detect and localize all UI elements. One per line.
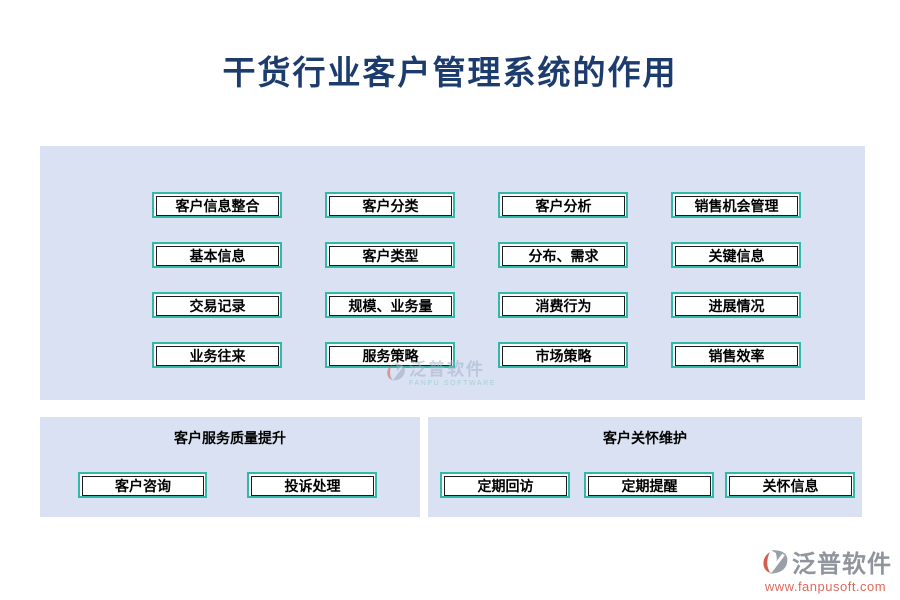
fanpu-logo-icon	[763, 549, 788, 574]
node-basic-info: 基本信息	[152, 242, 282, 268]
node-label: 客户信息整合	[156, 196, 279, 216]
node-regular-reminder: 定期提醒	[584, 472, 714, 498]
node-label: 客户分析	[502, 196, 625, 216]
node-business-dealings: 业务往来	[152, 342, 282, 368]
footer-brand-logo: 泛普软件 www.fanpusoft.com	[759, 544, 892, 594]
node-label: 销售机会管理	[675, 196, 798, 216]
main-panel: 客户信息整合 客户分类 客户分析 销售机会管理 基本信息 客户类型 分布、需求 …	[40, 146, 865, 400]
node-label: 关键信息	[675, 246, 798, 266]
node-label: 投诉处理	[251, 476, 374, 496]
watermark-brand-subtext: FANPU SOFTWARE	[409, 380, 497, 387]
node-key-info: 关键信息	[671, 242, 801, 268]
node-customer-type: 客户类型	[325, 242, 455, 268]
node-label: 分布、需求	[502, 246, 625, 266]
node-label: 市场策略	[502, 346, 625, 366]
node-distribution-demand: 分布、需求	[498, 242, 628, 268]
node-label: 定期回访	[444, 476, 567, 496]
footer-brand-url: www.fanpusoft.com	[764, 579, 887, 594]
node-label: 进展情况	[675, 296, 798, 316]
node-label: 销售效率	[675, 346, 798, 366]
node-consumption-behavior: 消费行为	[498, 292, 628, 318]
node-scale-business-volume: 规模、业务量	[325, 292, 455, 318]
care-panel-header: 客户关怀维护	[603, 430, 687, 446]
node-customer-consultation: 客户咨询	[78, 472, 207, 498]
node-progress-status: 进展情况	[671, 292, 801, 318]
node-market-strategy: 市场策略	[498, 342, 628, 368]
node-label: 交易记录	[156, 296, 279, 316]
node-customer-info-integration: 客户信息整合	[152, 192, 282, 218]
node-sales-opportunity-mgmt: 销售机会管理	[671, 192, 801, 218]
node-label: 规模、业务量	[329, 296, 452, 316]
service-panel-header: 客户服务质量提升	[174, 430, 286, 446]
node-label: 客户咨询	[82, 476, 204, 496]
service-quality-panel: 客户服务质量提升 客户咨询 投诉处理	[40, 417, 420, 517]
node-label: 客户分类	[329, 196, 452, 216]
node-label: 定期提醒	[588, 476, 711, 496]
node-transaction-records: 交易记录	[152, 292, 282, 318]
node-label: 服务策略	[329, 346, 452, 366]
page-title: 干货行业客户管理系统的作用	[222, 56, 678, 92]
node-label: 关怀信息	[729, 476, 852, 496]
node-label: 基本信息	[156, 246, 279, 266]
node-complaint-handling: 投诉处理	[247, 472, 377, 498]
node-label: 客户类型	[329, 246, 452, 266]
node-customer-classification: 客户分类	[325, 192, 455, 218]
main-grid: 客户信息整合 客户分类 客户分析 销售机会管理 基本信息 客户类型 分布、需求 …	[152, 192, 801, 368]
node-label: 业务往来	[156, 346, 279, 366]
node-customer-analysis: 客户分析	[498, 192, 628, 218]
node-label: 消费行为	[502, 296, 625, 316]
footer-brand-text: 泛普软件	[792, 551, 892, 578]
customer-care-panel: 客户关怀维护 定期回访 定期提醒 关怀信息	[428, 417, 862, 517]
node-care-info: 关怀信息	[725, 472, 855, 498]
node-sales-efficiency: 销售效率	[671, 342, 801, 368]
node-regular-return-visit: 定期回访	[440, 472, 570, 498]
footer-logo-row: 泛普软件	[759, 544, 892, 579]
node-service-strategy: 服务策略	[325, 342, 455, 368]
